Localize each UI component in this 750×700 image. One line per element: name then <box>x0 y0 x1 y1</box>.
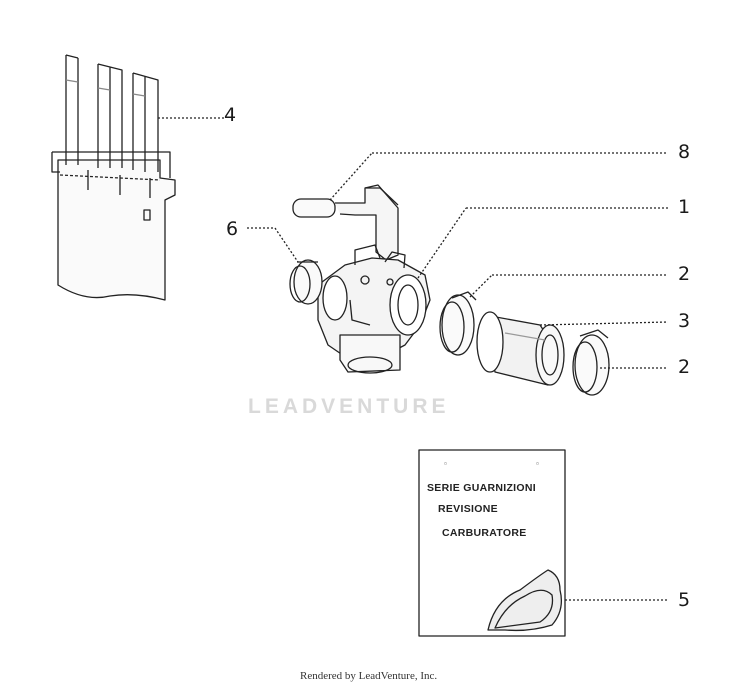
part-clamp-lower <box>572 329 668 396</box>
booklet-line-2: REVISIONE <box>438 503 498 515</box>
part-sleeve <box>476 311 669 386</box>
callout-3: 3 <box>678 310 691 332</box>
callout-8: 8 <box>678 141 691 163</box>
part-clamp-upper <box>439 274 668 356</box>
booklet-line-1: SERIE GUARNIZIONI <box>427 482 536 494</box>
part-choke-lever <box>292 152 668 261</box>
watermark: LEADVENTURE <box>248 395 450 418</box>
booklet-line-3: CARBURATORE <box>442 527 527 539</box>
part-reed-valve <box>51 54 225 301</box>
part-gasket-kit: ▫ ▫ <box>418 449 668 637</box>
svg-text:▫: ▫ <box>536 459 539 468</box>
callout-1: 1 <box>678 196 691 218</box>
callout-5: 5 <box>678 589 691 611</box>
callout-2-lower: 2 <box>678 356 691 378</box>
footer-credit: Rendered by LeadVenture, Inc. <box>300 670 438 682</box>
callout-4: 4 <box>224 104 237 126</box>
svg-text:▫: ▫ <box>444 459 447 468</box>
part-carburetor <box>317 207 668 374</box>
part-ring-6 <box>247 227 323 305</box>
callout-2-upper: 2 <box>678 263 691 285</box>
callout-6: 6 <box>226 218 239 240</box>
